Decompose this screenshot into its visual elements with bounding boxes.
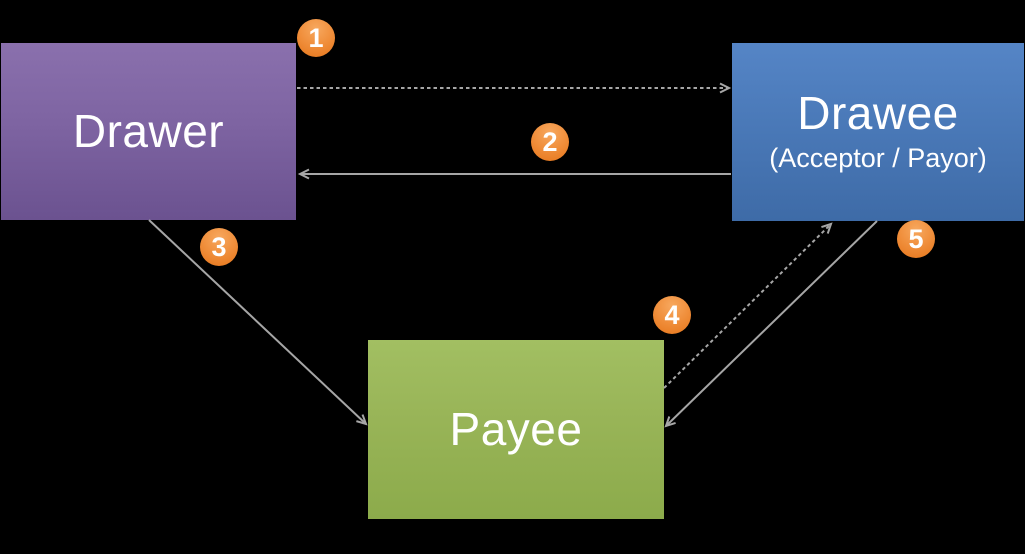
node-payee: Payee [368, 340, 664, 519]
step-badge-5: 5 [897, 220, 935, 258]
node-payee-label: Payee [449, 402, 583, 455]
step-badge-3: 3 [200, 228, 238, 266]
step-badge-2: 2 [531, 123, 569, 161]
step-badge-1: 1 [297, 19, 335, 57]
node-drawee-label: Drawee [797, 87, 959, 140]
node-drawer: Drawer [1, 43, 296, 220]
step-badge-4: 4 [653, 296, 691, 334]
arrow-3-drawer-to-payee [148, 219, 368, 426]
node-drawee-sublabel: (Acceptor / Payor) [769, 142, 987, 173]
node-drawer-label: Drawer [72, 104, 225, 157]
arrow-5-drawee-to-payee [664, 220, 878, 428]
node-drawee: Drawee (Acceptor / Payor) [732, 43, 1024, 221]
